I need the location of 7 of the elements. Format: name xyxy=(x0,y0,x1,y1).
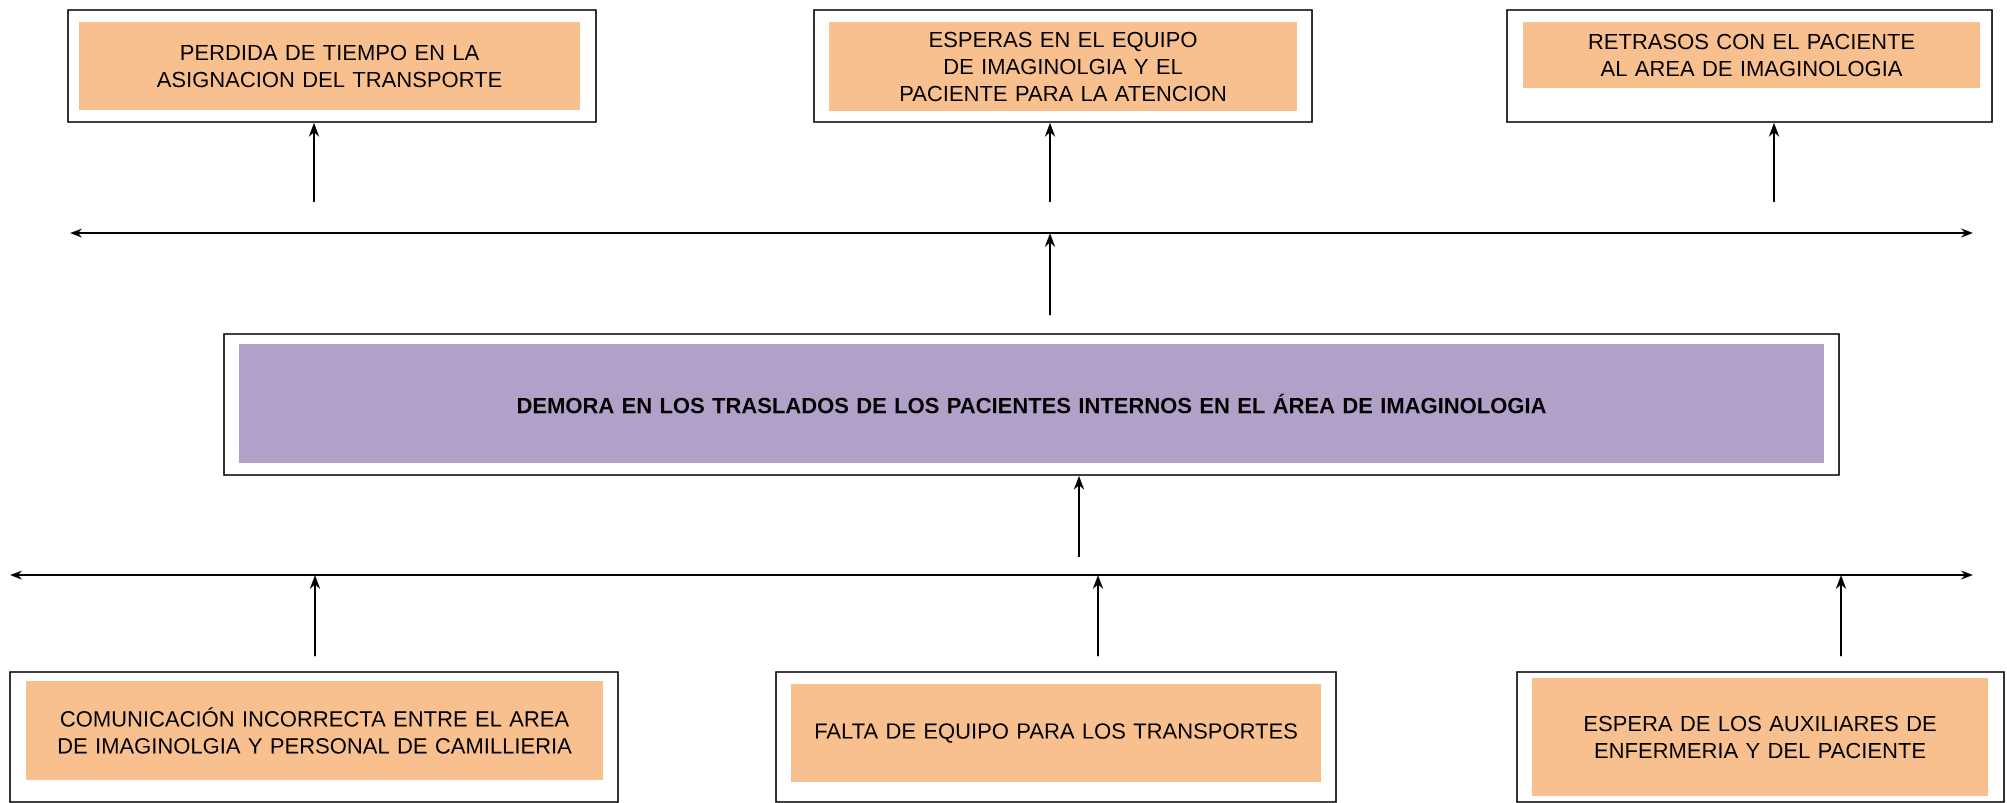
cause-box: ESPERA DE LOS AUXILIARES DE ENFERMERIA Y DEL PACIENTE xyxy=(1516,671,2005,803)
cause-box: COMUNICACIÓN INCORRECTA ENTRE EL AREA DE IMAGINOLGIA Y PERSONAL DE CAMILLIERIA xyxy=(9,671,619,803)
cause-box: FALTA DE EQUIPO PARA LOS TRANSPORTES xyxy=(775,671,1337,803)
cause-box: PERDIDA DE TIEMPO EN LA ASIGNACION DEL TRANSPORTE xyxy=(67,9,597,123)
problem-box: DEMORA EN LOS TRASLADOS DE LOS PACIENTES INTERNOS EN EL ÁREA DE IMAGINOLOGIA xyxy=(223,333,1840,476)
cause-box: RETRASOS CON EL PACIENTE AL AREA DE IMAGINOLOGIA xyxy=(1506,9,1993,123)
cause-box: ESPERAS EN EL EQUIPO DE IMAGINOLGIA Y EL PACIENTE PARA LA ATENCION xyxy=(813,9,1313,123)
